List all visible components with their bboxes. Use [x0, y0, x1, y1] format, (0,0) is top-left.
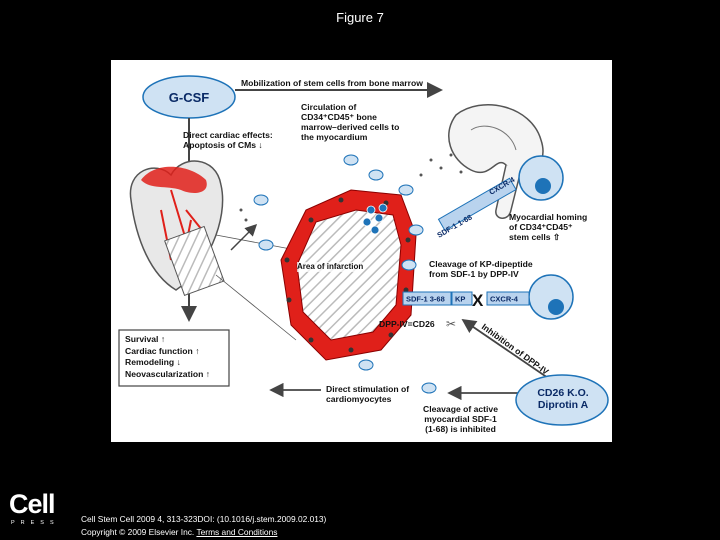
homing-label: Myocardial homing of CD34⁺CD45⁺ stem cel…	[509, 212, 588, 242]
heart-illustration	[129, 160, 225, 297]
infarction-ring	[280, 189, 417, 361]
citation-text: Cell Stem Cell 2009 4, 313-323DOI: (10.1…	[81, 514, 327, 524]
outcome-remodeling: Remodeling ↓	[125, 357, 181, 367]
cleavage-kp-label: Cleavage of KP-dipeptide from SDF-1 by D…	[429, 259, 533, 279]
kp-label: KP	[455, 295, 465, 304]
inhibition-arrow	[461, 318, 552, 381]
direct-stimulation-label: Direct stimulation of cardiomyocytes	[326, 384, 410, 404]
direct-cardiac-label: Direct cardiac effects: Apoptosis of CMs…	[183, 130, 273, 150]
ko-line-1: CD26 K.O.	[537, 387, 589, 399]
press-wordmark: PRESS	[11, 520, 60, 526]
copyright-line: Copyright © 2009 Elsevier Inc. Terms and…	[81, 527, 277, 537]
outcome-cardiac-function: Cardiac function ↑	[125, 345, 200, 356]
x-mark: X	[472, 291, 484, 310]
figure-panel: CXCR-4 SDF-1 1-68 SDF-1 3-68 KP CXCR-4 X…	[111, 60, 612, 442]
inhibition-label: Inhibition of DPP-IV	[480, 322, 551, 377]
cxcr4-lower-label: CXCR-4	[490, 295, 519, 304]
cell-press-logo: Cell	[9, 489, 56, 519]
figure-title: Figure 7	[336, 10, 384, 25]
diagram-canvas: CXCR-4 SDF-1 1-68 SDF-1 3-68 KP CXCR-4 X…	[118, 75, 609, 426]
stem-cell-lower	[402, 274, 574, 320]
outcome-neovascularization: Neovascularization ↑	[125, 368, 211, 379]
terms-link[interactable]: Terms and Conditions	[196, 527, 278, 537]
mobilization-label: Mobilization of stem cells from bone mar…	[241, 78, 423, 88]
ko-line-2: Diprotin A	[537, 399, 589, 411]
sdf-cut-label: SDF-1 3-68	[406, 295, 445, 304]
stem-cell-upper	[437, 155, 564, 232]
circulation-label: Circulation of CD34⁺CD45⁺ bone marrow–de…	[301, 102, 400, 142]
outcomes-list: Survival ↑ Cardiac function ↑ Remodeling…	[125, 334, 210, 380]
cd26-ko-ellipse	[515, 374, 609, 426]
migrating-stem-cells	[253, 154, 437, 394]
cd26-ko-label: CD26 K.O. Diprotin A	[529, 387, 597, 411]
dpp-iv-label: DPP-IV=CD26	[379, 319, 435, 329]
area-of-infarction-label: Area of infarction	[297, 262, 364, 272]
copyright-text: Copyright © 2009 Elsevier Inc.	[81, 527, 195, 537]
outcome-survival: Survival ↑	[125, 334, 166, 344]
outcomes-box	[118, 329, 230, 387]
gcsf-label: G-CSF	[168, 89, 210, 105]
cleavage-active-label: Cleavage of active myocardial SDF-1 (1-6…	[423, 404, 498, 434]
scissors-icon: ✂	[446, 317, 456, 331]
